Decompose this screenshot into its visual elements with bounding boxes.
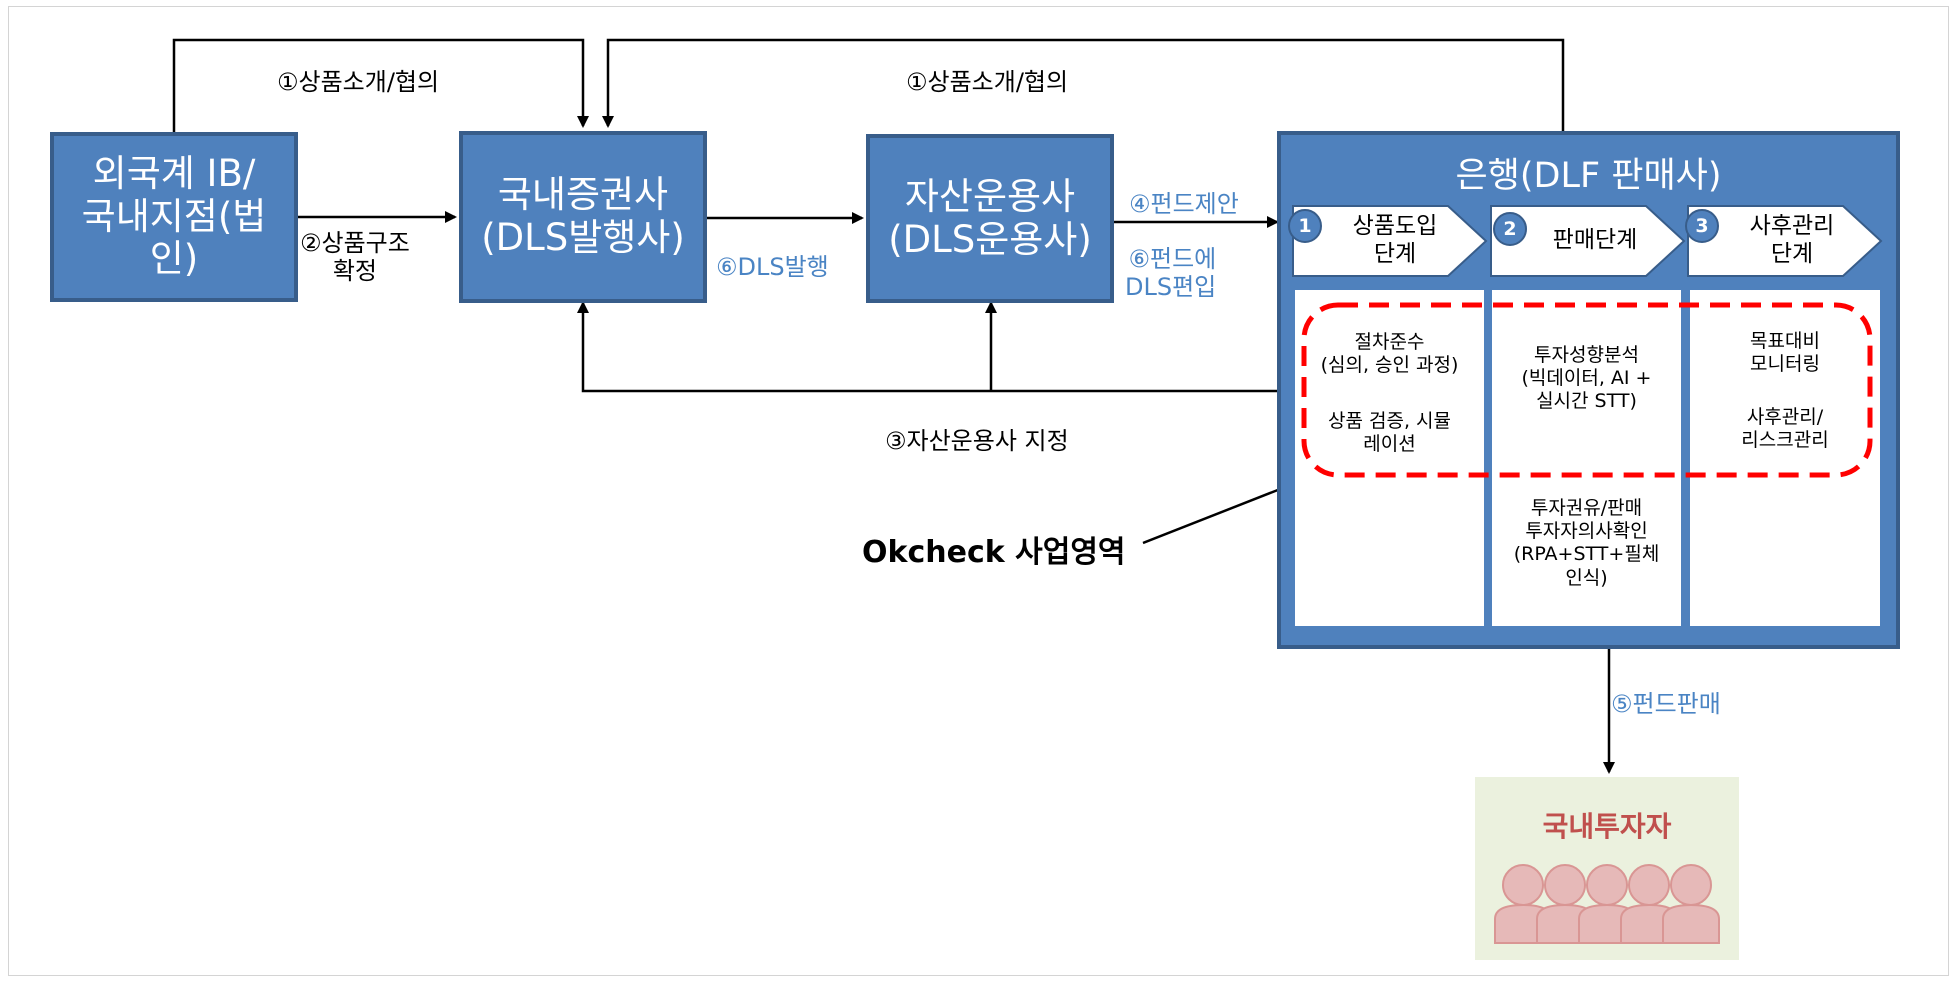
label-fund-include: ⑥펀드에 DLS편입 — [1125, 245, 1217, 301]
arrow-intro-right — [602, 38, 1565, 131]
stage-2-number: 2 — [1493, 212, 1527, 246]
investor-title: 국내투자자 — [1542, 810, 1672, 843]
stage-1-shape — [1292, 205, 1488, 277]
col2-solicitation: 투자권유/판매 투자자의사확인 (RPA+STT+필체 인식) — [1513, 497, 1660, 589]
column-intro — [1295, 290, 1484, 626]
label-structure: ②상품구조 확정 — [300, 229, 410, 285]
arrow-intro-left — [172, 38, 589, 132]
bank-title: 은행(DLF 판매사) — [1455, 156, 1722, 196]
label-fund-sale: ⑤펀드판매 — [1611, 690, 1721, 718]
stage-2-label: 판매단계 — [1552, 227, 1638, 253]
stage-1-label: 상품도입 단계 — [1352, 213, 1438, 268]
investor-card: 국내투자자 — [1475, 777, 1739, 960]
column-sales — [1492, 290, 1681, 626]
column-aftercare — [1690, 290, 1880, 626]
col3-monitoring: 목표대비 모니터링 — [1750, 330, 1820, 376]
col2-profiling: 투자성향분석 (빅데이터, AI + 실시간 STT) — [1521, 344, 1652, 413]
box-securities: 국내증권사 (DLS발행사) — [459, 131, 707, 303]
box-asset-manager: 자산운용사 (DLS운용사) — [866, 134, 1114, 303]
okcheck-highlight — [1301, 302, 1873, 478]
label-fund-propose: ④펀드제안 — [1129, 190, 1239, 218]
stage-3-number: 3 — [1685, 209, 1719, 243]
diagram-frame — [8, 6, 1949, 976]
label-dls-issue: ⑥DLS발행 — [716, 253, 829, 281]
col3-risk: 사후관리/ 리스크관리 — [1741, 406, 1829, 452]
arrow-assign — [577, 301, 1277, 393]
stage-1-number: 1 — [1288, 209, 1322, 243]
stage-3-label: 사후관리 단계 — [1749, 213, 1835, 268]
people-icon — [1494, 864, 1720, 944]
label-intro-right: ①상품소개/협의 — [906, 68, 1069, 96]
label-assign: ③자산운용사 지정 — [885, 427, 1069, 455]
col1-compliance: 절차준수 (심의, 승인 과정) — [1320, 331, 1459, 377]
stage-2-shape — [1490, 205, 1686, 277]
box-foreign-ib: 외국계 IB/ 국내지점(법 인) — [50, 132, 298, 302]
stage-3-shape — [1687, 205, 1883, 277]
col1-validation: 상품 검증, 시뮬 레이션 — [1328, 410, 1451, 456]
label-intro-left: ①상품소개/협의 — [277, 68, 440, 96]
okcheck-label: Okcheck 사업영역 — [862, 535, 1126, 570]
